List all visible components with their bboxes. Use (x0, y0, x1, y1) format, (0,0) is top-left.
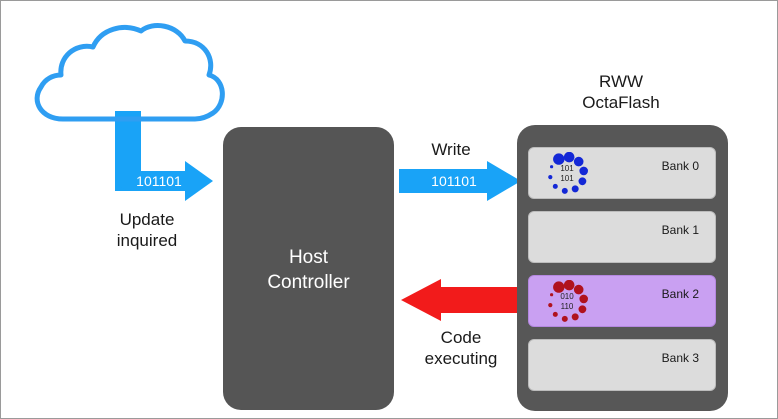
bank-2: 010 110 Bank 2 (528, 275, 716, 327)
spinner-dot (553, 153, 565, 165)
bank-1: Bank 1 (528, 211, 716, 263)
bank-2-data-1: 010 (560, 292, 574, 301)
spinner-dot (578, 305, 587, 314)
octaflash-chip: 101 101 Bank 0 Bank 1 010 110 Bank 2 Ban… (517, 125, 728, 411)
bank-0: 101 101 Bank 0 (528, 147, 716, 199)
bank-2-data-2: 110 (560, 302, 574, 311)
spinner-dot (563, 280, 575, 291)
spinner-dot (571, 185, 579, 193)
spinner-dot (552, 311, 558, 317)
bank-0-data-1: 101 (560, 164, 574, 173)
spinner-dot (550, 293, 554, 297)
spinner-dot (579, 294, 588, 304)
spinner-dot (548, 303, 553, 308)
bank-2-label: Bank 2 (661, 287, 699, 301)
code-executing-label: Code executing (424, 328, 498, 368)
bank-0-label: Bank 0 (661, 159, 699, 173)
spinner-dot (579, 166, 588, 176)
spinner-dot (561, 187, 568, 194)
host-controller: Host Controller (223, 127, 394, 410)
spinner-dot (550, 165, 554, 169)
bank-3: Bank 3 (528, 339, 716, 391)
flash-title: RWW OctaFlash (582, 72, 660, 112)
bank-0-data-2: 101 (560, 174, 574, 183)
host-controller-label: Host Controller (267, 247, 350, 293)
spinner-dot (553, 281, 565, 293)
spinner-dot (578, 177, 587, 186)
spinner-dot (548, 175, 553, 180)
spinner-dot (561, 315, 568, 322)
bank-3-label: Bank 3 (661, 351, 699, 365)
spinner-dot (552, 183, 558, 189)
cloud-arrow-body (115, 151, 213, 201)
write-arrow (399, 161, 521, 201)
cloud-arrow-data: 101101 (136, 173, 182, 189)
spinner-dot (563, 152, 575, 163)
read-arrow (401, 279, 527, 321)
write-label: Write (431, 140, 471, 159)
write-arrow-data: 101101 (431, 173, 477, 189)
spinner-dot (573, 284, 584, 295)
spinner-icon-red (548, 280, 588, 322)
bank-1-label: Bank 1 (661, 223, 699, 237)
spinner-icon-blue (548, 152, 588, 194)
cloud-outline (34, 23, 225, 122)
spinner-dot (573, 156, 584, 167)
cloud-icon (34, 23, 225, 201)
spinner-dot (571, 313, 579, 321)
update-caption: Update inquired (116, 210, 178, 250)
